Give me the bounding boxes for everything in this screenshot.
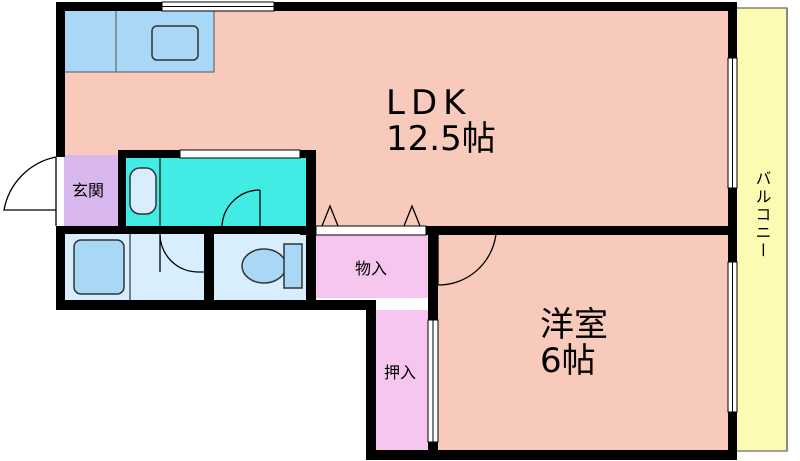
storage-label: 物入 [355,259,387,278]
sink-icon [151,25,199,61]
balcony-label: バルコニー [753,170,772,260]
closet-room [374,310,434,450]
door-swings [3,156,497,286]
balcony-area [734,7,788,452]
storage-room [316,234,428,298]
western-room [436,234,728,450]
western-name: 洋室 [540,305,608,345]
entrance-area [64,155,118,227]
closet-label: 押入 [384,363,416,382]
washbasin-icon [73,239,125,295]
bathtub-icon [129,167,157,215]
western-size: 6帖 [540,341,596,381]
ldk-name: LDK [386,83,471,123]
entrance-label: 玄関 [72,181,104,200]
toilet-tank-icon [283,243,303,289]
ldk-size: 12.5帖 [386,119,496,159]
toilet-icon [241,248,287,284]
